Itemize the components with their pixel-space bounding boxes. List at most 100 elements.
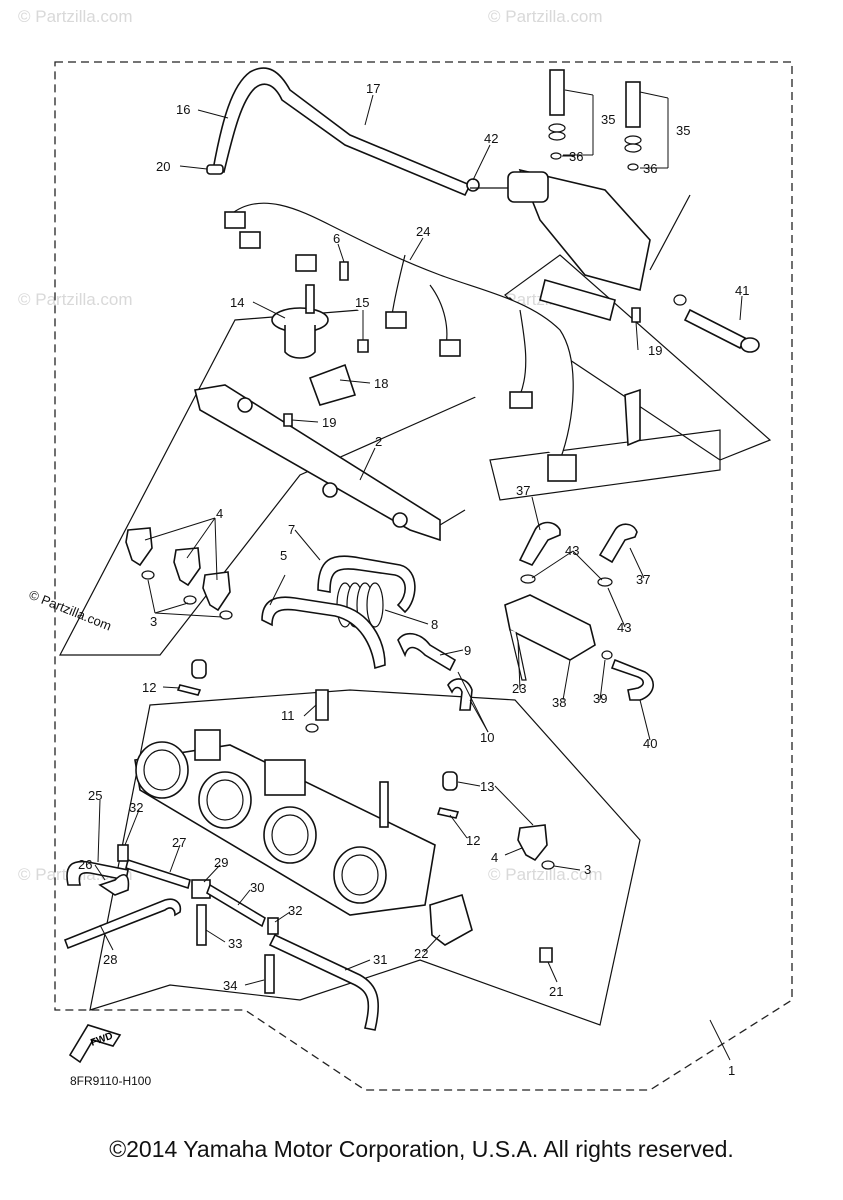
callout-12: 12 <box>142 680 156 695</box>
callout-29: 29 <box>214 855 228 870</box>
callout-36: 36 <box>569 149 583 164</box>
callout-4: 4 <box>216 506 223 521</box>
joint-29 <box>191 879 211 899</box>
callout-7: 7 <box>288 522 295 537</box>
callout-41: 41 <box>735 283 749 298</box>
callout-26: 26 <box>78 857 92 872</box>
clip-12 <box>176 684 202 696</box>
callout-12: 12 <box>466 833 480 848</box>
idle-air-control-block <box>470 69 691 321</box>
callout-23: 23 <box>512 681 526 696</box>
callout-19: 19 <box>322 415 336 430</box>
callout-25: 25 <box>88 788 102 803</box>
callout-2: 2 <box>375 434 382 449</box>
harness-connector <box>295 254 317 272</box>
callout-33: 33 <box>228 936 242 951</box>
callout-42: 42 <box>484 131 498 146</box>
callout-labels: 1 2 3 3 4 4 5 6 7 8 9 10 11 12 12 13 14 … <box>78 81 749 1078</box>
throttle-body-assembly <box>134 729 436 916</box>
callout-13: 13 <box>480 779 494 794</box>
hose-27 <box>125 858 191 890</box>
harness-connector <box>509 391 533 409</box>
hose-37-upper <box>624 388 641 447</box>
watermark-text: © Partzilla.com <box>488 865 603 884</box>
pressure-sensor-body <box>284 325 316 359</box>
bracket-23 <box>509 629 527 681</box>
o-rings-3 <box>141 570 555 870</box>
screw-15 <box>357 339 369 353</box>
copyright-notice: ©2014 Yamaha Motor Corporation, U.S.A. A… <box>109 1136 734 1162</box>
callout-24: 24 <box>416 224 430 239</box>
o-ring-36 <box>627 163 639 171</box>
assembly-boundary-dashed <box>54 61 793 1091</box>
cap-34 <box>264 954 275 994</box>
screw-19 <box>631 307 641 323</box>
cap-33 <box>196 904 207 946</box>
hose-40 <box>610 658 654 701</box>
callout-6: 6 <box>333 231 340 246</box>
callout-22: 22 <box>414 946 428 961</box>
callout-15: 15 <box>355 295 369 310</box>
callout-19: 19 <box>648 343 662 358</box>
callout-35: 35 <box>601 112 615 127</box>
sensor-11 <box>315 689 329 721</box>
joint-32 <box>117 844 129 862</box>
adjust-screw-35 <box>549 69 565 116</box>
leader-lines <box>94 89 743 1061</box>
spring-35 <box>548 123 566 133</box>
bracket-18 <box>308 363 357 406</box>
hose-clip-20 <box>206 164 224 175</box>
fwd-arrow-icon: FWD <box>68 1024 122 1064</box>
o-ring-36 <box>550 152 562 160</box>
callout-1: 1 <box>728 1063 735 1078</box>
callout-39: 39 <box>593 691 607 706</box>
throttle-position-sensor-22 <box>429 893 473 946</box>
spring-35 <box>624 143 642 153</box>
harness-connector <box>385 311 407 329</box>
fuel-rail-boss <box>322 482 338 498</box>
screw-19 <box>283 413 293 427</box>
cap-13 <box>442 771 458 791</box>
watermark-main-text: © Partzilla.com <box>27 587 114 634</box>
spring-35 <box>624 135 642 145</box>
fuel-rail-2 <box>194 384 441 542</box>
callout-36: 36 <box>643 161 657 176</box>
watermark-text: © Partzilla.com <box>18 7 133 26</box>
callout-3: 3 <box>584 862 591 877</box>
callout-32: 32 <box>129 800 143 815</box>
harness-connector <box>224 211 246 229</box>
joint-32 <box>267 917 279 935</box>
callout-14: 14 <box>230 295 244 310</box>
hose-9 <box>397 632 457 672</box>
harness-connector <box>239 231 261 249</box>
watermark-text: © Partzilla.com <box>18 290 133 309</box>
cap-13 <box>191 659 207 679</box>
callout-43: 43 <box>565 543 579 558</box>
callout-35: 35 <box>676 123 690 138</box>
callout-27: 27 <box>172 835 186 850</box>
fuel-rail-nipple <box>439 509 466 526</box>
o-ring-43 <box>520 574 536 584</box>
hose-10 <box>447 678 473 711</box>
callout-10: 10 <box>480 730 494 745</box>
screw-21 <box>539 947 553 963</box>
spring-35 <box>548 131 566 141</box>
callout-40: 40 <box>643 736 657 751</box>
watermark-text: © Partzilla.com <box>488 7 603 26</box>
throttle-body-group-outline <box>89 689 641 1026</box>
hose-clip-42 <box>466 178 480 192</box>
callout-20: 20 <box>156 159 170 174</box>
hose-26 <box>98 874 130 896</box>
callout-38: 38 <box>552 695 566 710</box>
fuel-injectors-4 <box>125 527 548 862</box>
hose-37 <box>518 521 561 566</box>
callout-28: 28 <box>103 952 117 967</box>
callout-21: 21 <box>549 984 563 999</box>
fuel-rail-boss <box>392 512 408 528</box>
hose-31 <box>268 933 380 1031</box>
callout-17: 17 <box>366 81 380 96</box>
callout-16: 16 <box>176 102 190 117</box>
callout-11: 11 <box>281 708 295 723</box>
callout-34: 34 <box>223 978 237 993</box>
